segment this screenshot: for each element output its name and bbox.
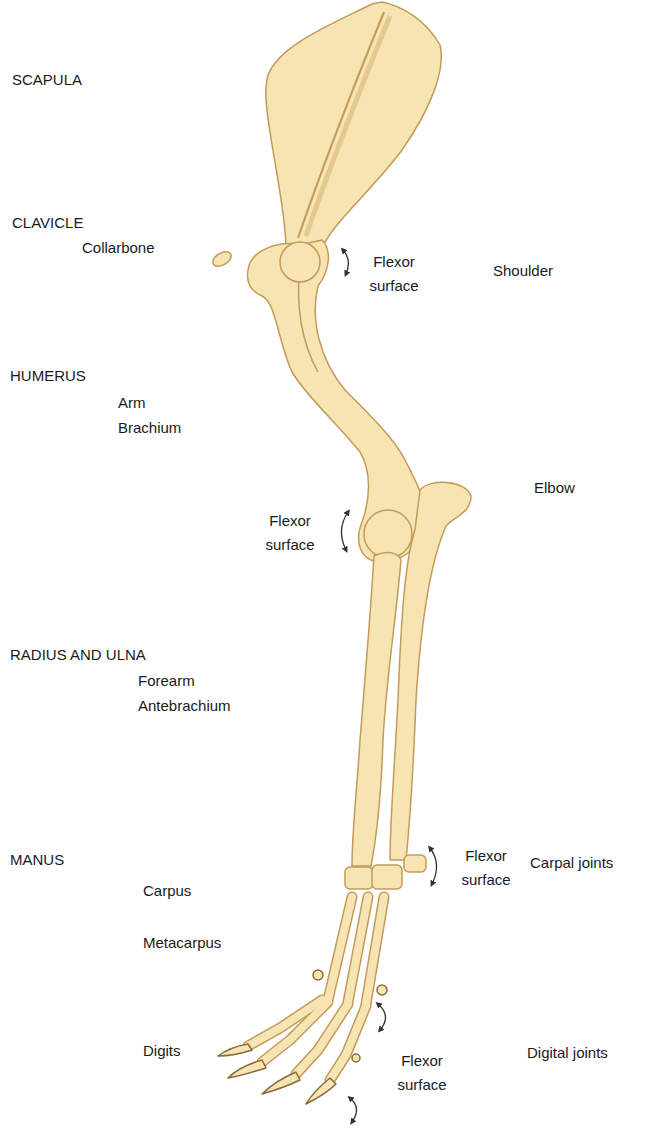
- part-label: CLAVICLE: [12, 211, 83, 235]
- joint-label: Flexor surface: [250, 509, 330, 557]
- carpal-bone: [372, 865, 402, 889]
- clavicle-bone: [210, 249, 233, 269]
- humeral-condyle: [364, 510, 412, 558]
- part-label: HUMERUS: [10, 364, 86, 388]
- flexion-arrow: [378, 1004, 386, 1030]
- part-label: Arm: [118, 391, 146, 415]
- flexion-arrow: [350, 1098, 357, 1122]
- part-label: Antebrachium: [138, 694, 231, 718]
- part-label: Forearm: [138, 669, 195, 693]
- part-label: Carpus: [143, 879, 191, 903]
- part-label: RADIUS AND ULNA: [10, 643, 146, 667]
- sesamoid-bone: [313, 970, 323, 980]
- part-label: MANUS: [10, 848, 64, 872]
- scapula-bone: [266, 2, 441, 246]
- joint-label: Flexor surface: [382, 1049, 462, 1097]
- scapular-spine: [298, 12, 384, 238]
- part-label: SCAPULA: [12, 68, 82, 92]
- phalanx-bone: [248, 1000, 322, 1046]
- part-label: Digits: [143, 1039, 181, 1063]
- flexion-arrow: [341, 512, 348, 550]
- claw: [262, 1072, 300, 1094]
- humeral-head: [280, 242, 320, 282]
- sesamoid-bone: [377, 985, 387, 995]
- part-label: Carpal joints: [530, 851, 613, 875]
- flexion-arrow: [430, 848, 437, 884]
- joint-label: Flexor surface: [446, 844, 526, 892]
- part-label: Shoulder: [493, 259, 553, 283]
- scapular-spine-shade: [306, 16, 390, 236]
- claw: [228, 1060, 266, 1078]
- part-label: Brachium: [118, 416, 181, 440]
- part-label: Metacarpus: [143, 931, 221, 955]
- claw: [218, 1044, 252, 1056]
- joint-label: Flexor surface: [352, 250, 436, 298]
- part-label: Elbow: [534, 476, 575, 500]
- carpal-bone: [345, 867, 373, 889]
- radius-bone: [352, 553, 401, 866]
- sesamoid-bone: [352, 1054, 360, 1062]
- accessory-carpal-bone: [404, 855, 426, 872]
- ulna-bone: [390, 482, 471, 860]
- metacarpal-bone: [348, 897, 368, 1002]
- part-label: Collarbone: [82, 236, 155, 260]
- flexion-arrow: [343, 250, 348, 274]
- part-label: Digital joints: [527, 1041, 608, 1065]
- phalanx-bone: [330, 1006, 366, 1080]
- claw: [306, 1078, 336, 1104]
